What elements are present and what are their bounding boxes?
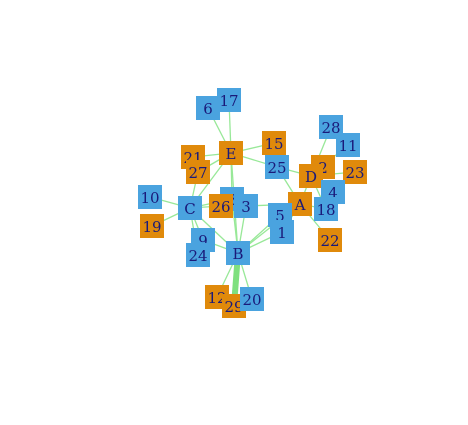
node-label-D: D	[305, 168, 317, 186]
node-box-15	[262, 131, 286, 155]
node-box-E	[219, 141, 243, 165]
node-6: 6	[196, 96, 220, 120]
node-label-E: E	[226, 145, 237, 163]
node-10: 10	[138, 185, 162, 209]
node-label-B: B	[232, 245, 243, 263]
node-box-6	[196, 96, 220, 120]
node-15: 15	[262, 131, 286, 155]
node-24: 24	[186, 243, 210, 267]
node-label-9: 9	[198, 232, 208, 250]
node-18: 18	[314, 197, 338, 221]
node-23: 23	[343, 160, 367, 184]
node-label-29: 29	[224, 298, 243, 316]
node-3: 3	[234, 194, 258, 218]
node-label-28: 28	[321, 119, 340, 137]
node-label-1: 1	[277, 224, 287, 242]
node-box-17	[217, 88, 241, 112]
node-box-26	[209, 194, 233, 218]
node-label-6: 6	[203, 100, 213, 118]
node-box-23	[343, 160, 367, 184]
node-box-25	[265, 155, 289, 179]
node-box-20	[240, 287, 264, 311]
node-1: 1	[270, 220, 294, 244]
node-box-24	[186, 243, 210, 267]
node-20: 20	[240, 287, 264, 311]
node-27: 27	[186, 160, 210, 184]
node-label-4: 4	[328, 184, 338, 202]
node-box-10	[138, 185, 162, 209]
node-box-B	[226, 241, 250, 265]
node-label-5: 5	[275, 207, 285, 225]
node-box-3	[234, 194, 258, 218]
node-22: 22	[318, 228, 342, 252]
node-19: 19	[140, 214, 164, 238]
node-box-18	[314, 197, 338, 221]
node-label-17: 17	[219, 92, 238, 110]
node-box-19	[140, 214, 164, 238]
node-box-1	[270, 220, 294, 244]
node-label-23: 23	[345, 164, 364, 182]
node-box-D	[299, 164, 323, 188]
node-label-10: 10	[140, 189, 159, 207]
node-label-27: 27	[188, 164, 207, 182]
node-label-A: A	[294, 196, 306, 214]
node-label-20: 20	[242, 291, 261, 309]
node-label-12: 12	[207, 289, 226, 307]
node-label-18: 18	[316, 201, 335, 219]
node-box-22	[318, 228, 342, 252]
node-layer: 617281115E2127252D23410C8263A18195122924…	[138, 88, 367, 318]
node-box-C	[178, 196, 202, 220]
node-B: B	[226, 241, 250, 265]
node-25: 25	[265, 155, 289, 179]
node-label-3: 3	[241, 198, 251, 216]
node-label-24: 24	[188, 247, 207, 265]
node-label-11: 11	[338, 137, 357, 155]
node-label-25: 25	[267, 159, 286, 177]
node-17: 17	[217, 88, 241, 112]
node-label-26: 26	[211, 198, 230, 216]
node-label-15: 15	[264, 135, 283, 153]
node-28: 28	[319, 115, 343, 139]
node-11: 11	[336, 133, 360, 157]
node-E: E	[219, 141, 243, 165]
node-label-22: 22	[320, 232, 339, 250]
node-26: 26	[209, 194, 233, 218]
node-C: C	[178, 196, 202, 220]
node-box-11	[336, 133, 360, 157]
node-D: D	[299, 164, 323, 188]
node-box-27	[186, 160, 210, 184]
node-label-C: C	[184, 200, 195, 218]
node-label-19: 19	[142, 218, 161, 236]
